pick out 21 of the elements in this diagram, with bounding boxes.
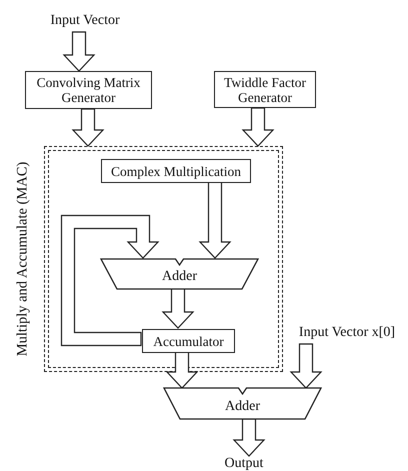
hollow-arrow [166,351,198,389]
adder-block [164,388,321,419]
signal-label: Output [224,456,264,471]
hollow-arrow [242,107,274,147]
block-box: Complex Multiplication [101,159,251,183]
signal-label: Input Vector x[0] [298,325,396,341]
group-title: Multiply and Accumulate (MAC) [14,162,32,356]
block-box: Twiddle Factor Generator [214,71,316,108]
hollow-arrow [290,343,322,389]
hollow-arrow [62,31,96,72]
adder-label: Adder [225,398,260,414]
hollow-arrow [72,108,104,147]
hollow-arrow [198,181,232,259]
hollow-arrow [60,214,160,346]
block-box: Convolving Matrix Generator [25,71,152,109]
adder-label: Adder [162,269,197,285]
hollow-arrow [232,418,266,457]
block-box: Accumulator [142,329,235,353]
hollow-arrow [162,287,194,329]
signal-label: Input Vector [50,13,120,29]
adder-block [101,259,258,289]
